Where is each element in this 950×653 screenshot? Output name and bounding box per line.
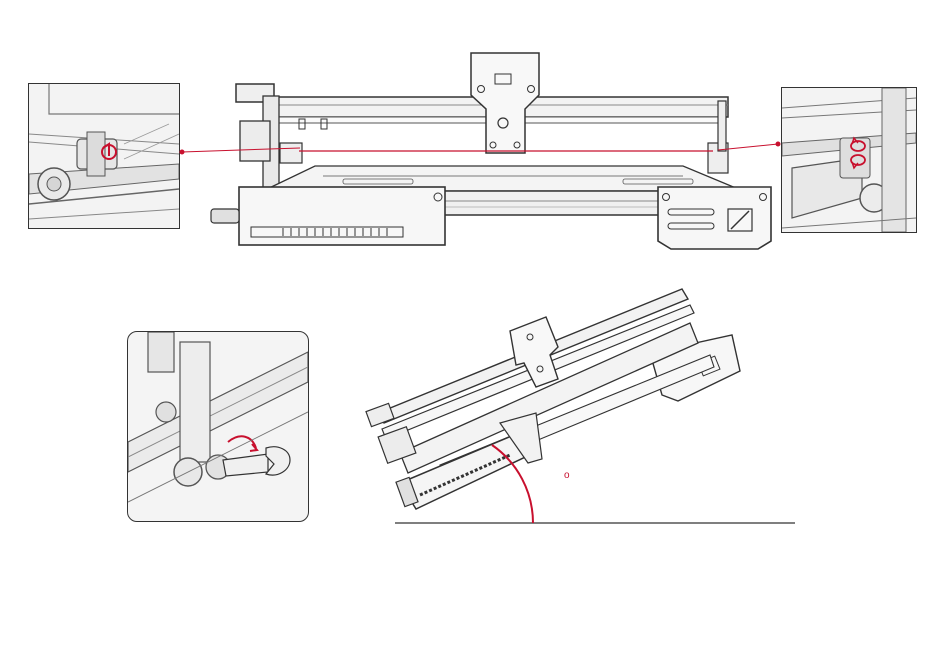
wrench-detail-panel <box>127 331 309 522</box>
wrench-adjusting-icon <box>128 332 308 521</box>
right-eccentric-nut-icon <box>782 88 916 232</box>
right-detail-panel <box>781 87 917 233</box>
right-callout-dot <box>776 142 781 147</box>
left-eccentric-nut-icon <box>29 84 179 228</box>
left-detail-panel <box>28 83 180 229</box>
tilted-machine-view <box>360 283 800 528</box>
left-callout-dot <box>180 150 185 155</box>
laser-engraver-frame-icon <box>203 41 773 263</box>
laser-engraver-tilted-icon <box>360 283 800 528</box>
main-machine-view <box>203 41 773 263</box>
angle-label: o <box>564 471 570 481</box>
